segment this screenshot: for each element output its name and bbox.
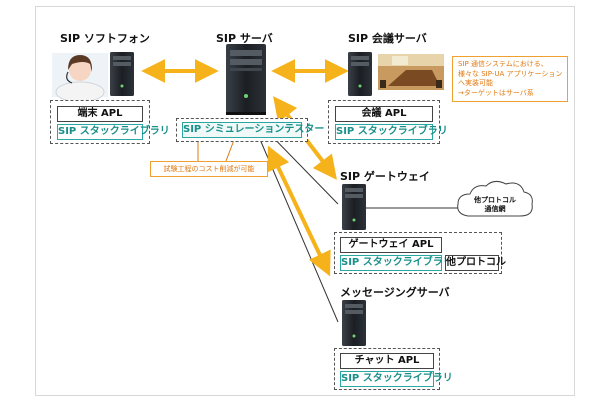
conference-stack-box: SIP スタックライブラリ (335, 124, 448, 140)
gateway-tower-icon (342, 184, 366, 230)
gateway-apl-box: ゲートウェイ APL (340, 237, 442, 253)
conference-tower-icon (348, 52, 372, 96)
server-group: SIP シミュレーションテスター (176, 118, 324, 142)
conference-title: SIP 会議サーバ (348, 32, 427, 45)
ua-note: SIP 通信システムにおける、 様々な SIP-UA アプリケーション へ実装可… (452, 56, 568, 102)
arrow-server-messaging (267, 145, 331, 277)
meeting-room-icon (378, 54, 444, 90)
messaging-title: メッセージングサーバ (340, 286, 450, 299)
messaging-apl-box: チャット APL (340, 353, 434, 369)
ua-note-line-3: へ実装可能 (458, 79, 493, 87)
messaging-stack-box: SIP スタックライブラリ (340, 371, 453, 387)
softphone-group: 端末 APL SIP スタックライブラリ (50, 100, 170, 144)
softphone-title: SIP ソフトフォン (60, 32, 150, 45)
conference-apl-box: 会議 APL (335, 106, 433, 122)
softphone-apl-box: 端末 APL (57, 106, 143, 122)
line-server-messaging (255, 129, 339, 323)
ua-note-line-1: SIP 通信システムにおける、 (458, 60, 548, 68)
ua-note-line-4: →ターゲットはサーバ系 (458, 88, 534, 97)
server-sim-box: SIP シミュレーションテスター (182, 122, 324, 138)
softphone-stack-box: SIP スタックライブラリ (57, 124, 170, 140)
cloud-label-1: 他プロトコル (473, 195, 516, 204)
cloud-label-2: 通信網 (485, 204, 506, 213)
messaging-group: チャット APL SIP スタックライブラリ (334, 348, 453, 390)
messaging-tower-icon (342, 300, 366, 346)
conference-group: 会議 APL SIP スタックライブラリ (328, 100, 448, 144)
note-cost-connector-2 (225, 139, 235, 162)
server-title: SIP サーバ (216, 32, 273, 45)
cost-reduction-note: 試験工程のコスト削減が可能 (150, 161, 268, 177)
gateway-stack-box: SIP スタックライブラリ (340, 255, 453, 271)
ua-note-line-2: 様々な SIP-UA アプリケーション (458, 69, 563, 78)
cost-reduction-text: 試験工程のコスト削減が可能 (163, 165, 255, 173)
person-headset-icon (52, 53, 108, 103)
network-cloud-icon (457, 180, 533, 217)
server-tower-icon (226, 44, 266, 115)
gateway-title: SIP ゲートウェイ (340, 170, 430, 183)
gateway-other-protocol-box: 他プロトコル (445, 255, 506, 271)
gateway-group: ゲートウェイ APL SIP スタックライブラリ 他プロトコル (334, 232, 506, 274)
softphone-tower-icon (110, 52, 134, 96)
